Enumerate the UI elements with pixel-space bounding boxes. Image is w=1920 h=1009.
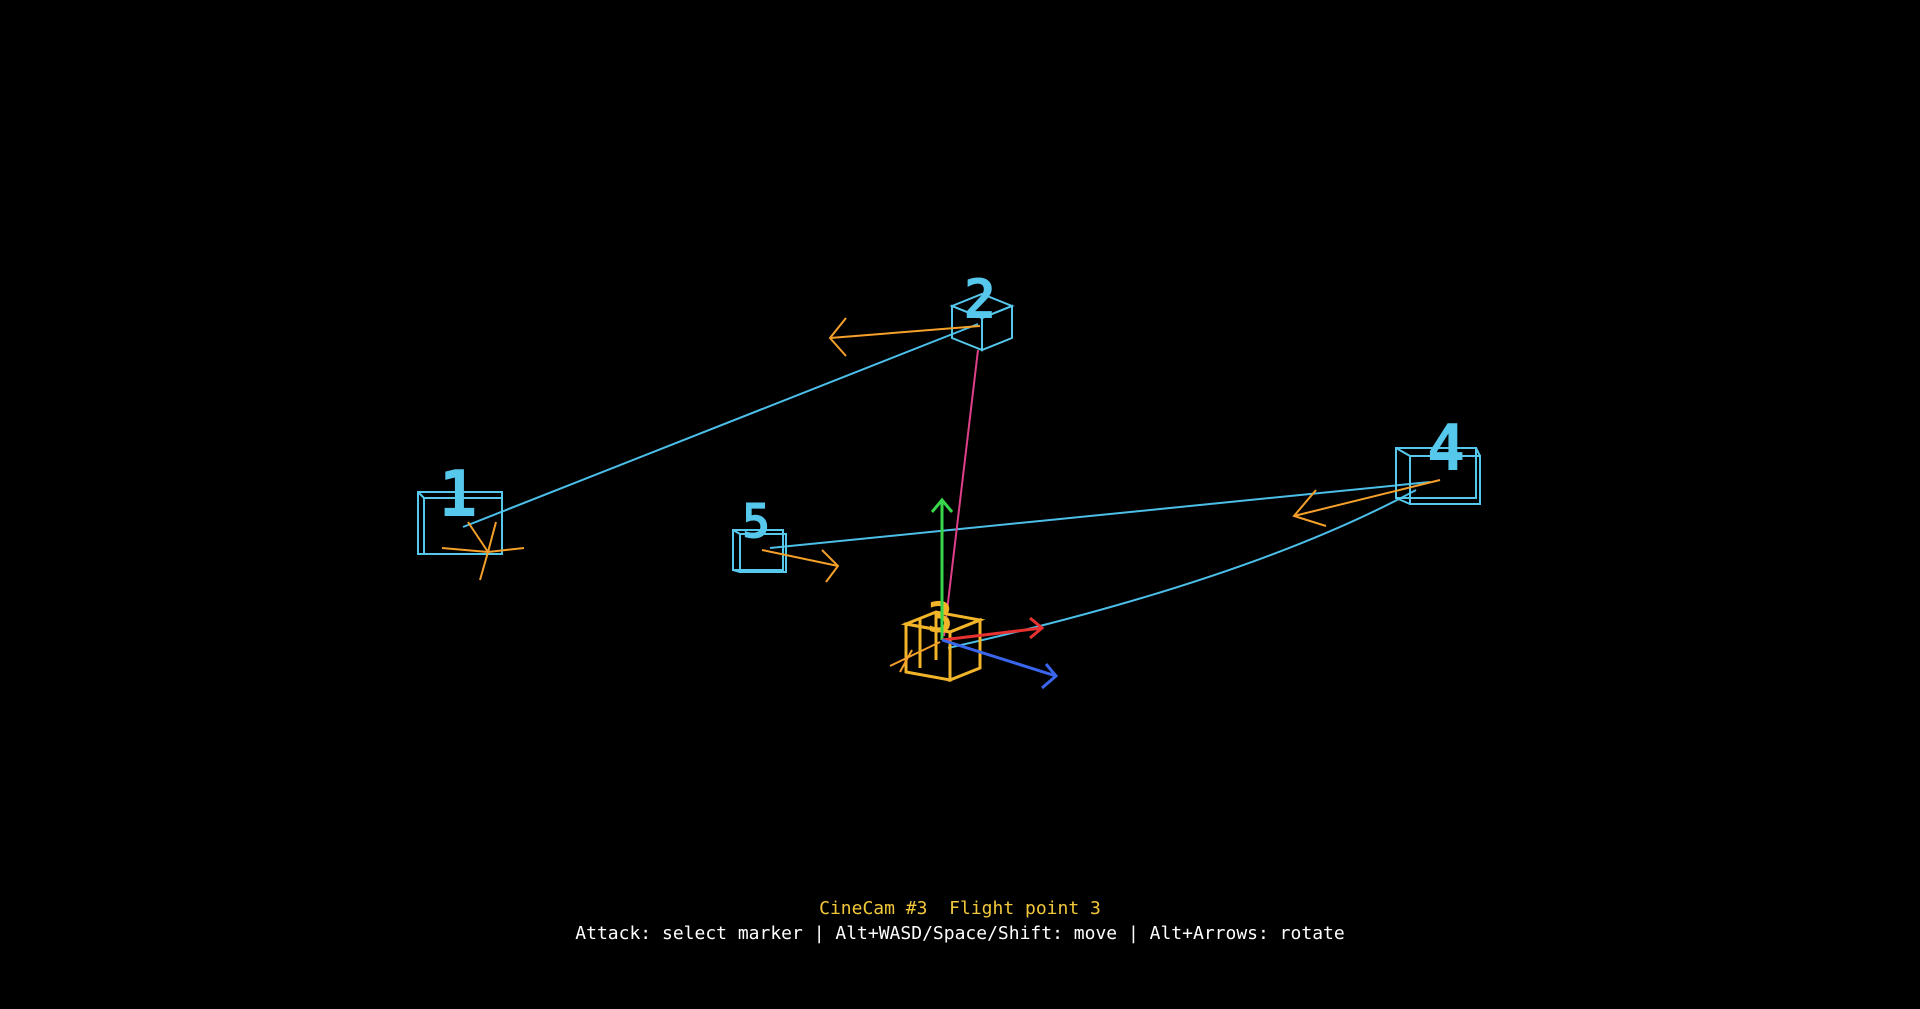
- marker-label-3: 3: [927, 593, 952, 642]
- direction-arrow-1: [441, 521, 525, 581]
- marker-5[interactable]: [732, 529, 787, 573]
- direction-arrow-2: [828, 317, 981, 357]
- link-to-selected: [943, 349, 979, 637]
- hud-controls-hint: Attack: select marker | Alt+WASD/Space/S…: [575, 923, 1345, 944]
- marker-label-4: 4: [1427, 412, 1466, 486]
- direction-arrow-4: [1292, 479, 1441, 527]
- marker-label-1: 1: [439, 458, 478, 532]
- path-segment-4-5: [769, 481, 1431, 549]
- marker-3-selected[interactable]: [900, 610, 986, 683]
- direction-arrow-3: [889, 641, 941, 673]
- gizmo-y-axis[interactable]: [930, 497, 954, 640]
- marker-1[interactable]: [417, 491, 503, 555]
- marker-4[interactable]: [1395, 447, 1481, 505]
- gizmo-x-axis[interactable]: [941, 616, 1045, 642]
- path-segment-3-4: [947, 489, 1417, 649]
- path-segment-1-2: [462, 323, 979, 528]
- marker-label-5: 5: [742, 494, 771, 550]
- marker-label-2: 2: [964, 268, 997, 331]
- direction-arrow-5: [761, 549, 840, 583]
- transform-gizmo[interactable]: [930, 497, 1059, 690]
- hud-title: CineCam #3 Flight point 3: [819, 898, 1101, 919]
- gizmo-z-axis[interactable]: [941, 638, 1059, 690]
- hud-overlay: CineCam #3 Flight point 3 Attack: select…: [0, 896, 1920, 946]
